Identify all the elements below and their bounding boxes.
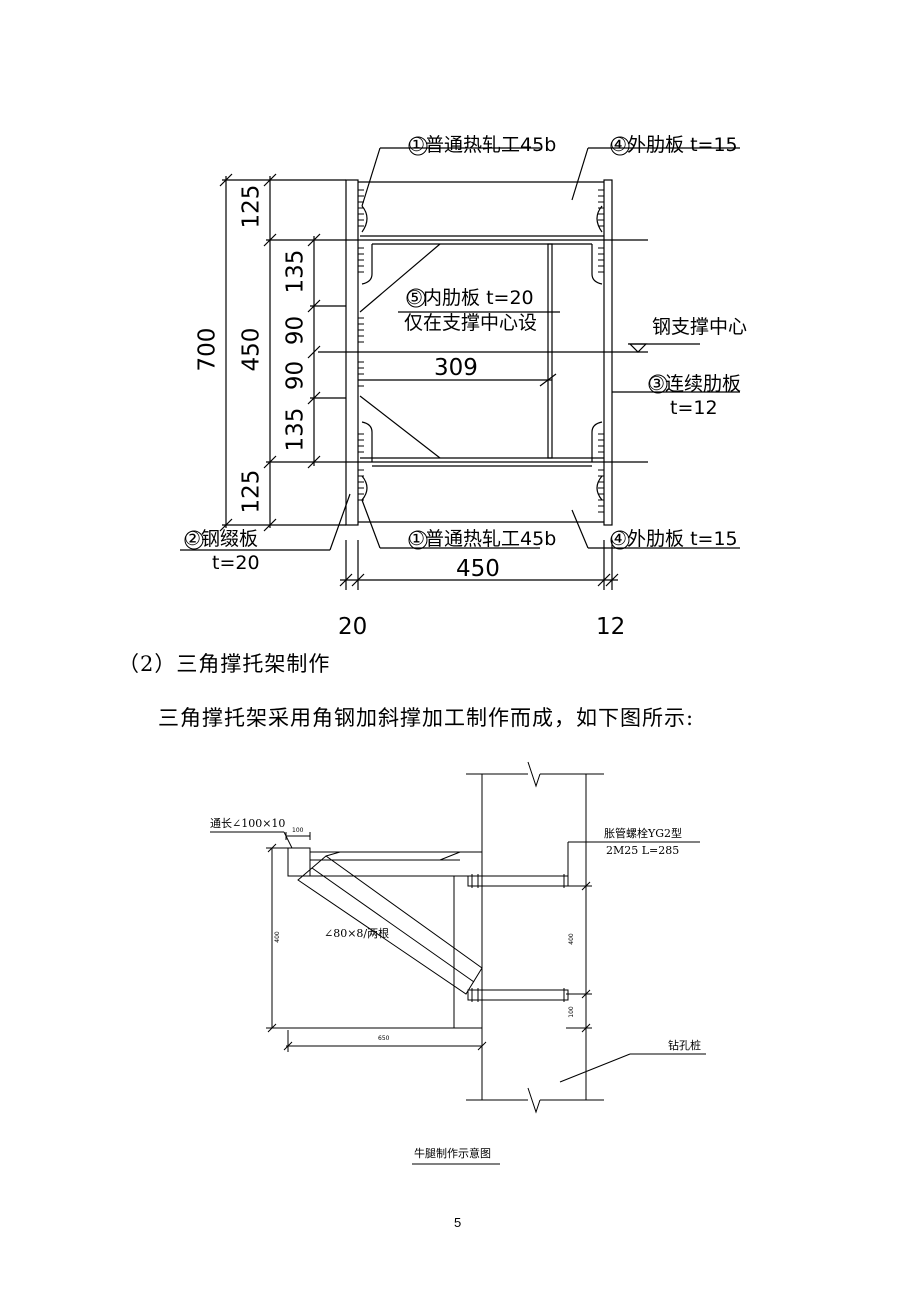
label-cont-rib: ③连续肋板 xyxy=(648,373,742,395)
dim-top-125: 125 xyxy=(238,184,265,229)
label-pile: 钻孔桩 xyxy=(668,1039,701,1052)
body-paragraph: 三角撑托架采用角钢加斜撑加工制作而成，如下图所示: xyxy=(158,706,695,730)
label-cladding-thickness: t=20 xyxy=(212,552,260,574)
label-outer-rib-bottom: ④外肋板 t=15 xyxy=(610,528,738,550)
dim-309: 309 xyxy=(434,355,478,381)
dim-right-vertical: 400 xyxy=(568,933,575,945)
label-top-angle: 通长∠100×10 xyxy=(210,817,286,830)
dim-90-top: 90 xyxy=(282,315,309,346)
dim-width-450: 450 xyxy=(456,556,500,582)
dim-650: 650 xyxy=(378,1035,390,1042)
label-cladding: ②钢缀板 xyxy=(184,528,259,550)
dim-90-bottom: 90 xyxy=(282,360,309,391)
diagram-caption: 牛腿制作示意图 xyxy=(414,1147,491,1160)
dim-135-bottom: 135 xyxy=(282,407,309,452)
dim-mid-450: 450 xyxy=(238,327,265,372)
label-bolt-spec: 2M25 L=285 xyxy=(606,844,680,857)
dim-left-20: 20 xyxy=(338,614,368,640)
page-number: 5 xyxy=(454,1215,462,1230)
dim-100: 100 xyxy=(292,827,304,834)
dim-left-vertical: 400 xyxy=(274,931,281,943)
dim-135-top: 135 xyxy=(282,249,309,294)
dim-right-100: 100 xyxy=(568,1006,575,1018)
label-inner-rib: ⑤内肋板 t=20 xyxy=(406,287,534,309)
label-i-beam-bottom: ①普通热轧工45b xyxy=(408,528,557,550)
label-bolt: 胀管螺栓YG2型 xyxy=(604,827,683,840)
label-support-center: 钢支撑中心 xyxy=(652,316,748,338)
dim-right-12: 12 xyxy=(596,614,626,640)
label-angle-brace: ∠80×8/两根 xyxy=(324,927,390,940)
label-outer-rib-top: ④外肋板 t=15 xyxy=(610,134,738,156)
label-inner-rib-note: 仅在支撑中心设 xyxy=(404,312,538,334)
steel-section-diagram xyxy=(180,136,740,590)
dim-bottom-125: 125 xyxy=(238,469,265,514)
label-cont-rib-thickness: t=12 xyxy=(670,397,718,419)
label-i-beam-top: ①普通热轧工45b xyxy=(408,134,557,156)
section-heading: （2）三角撑托架制作 xyxy=(118,652,331,676)
dim-total-height: 700 xyxy=(194,327,221,372)
